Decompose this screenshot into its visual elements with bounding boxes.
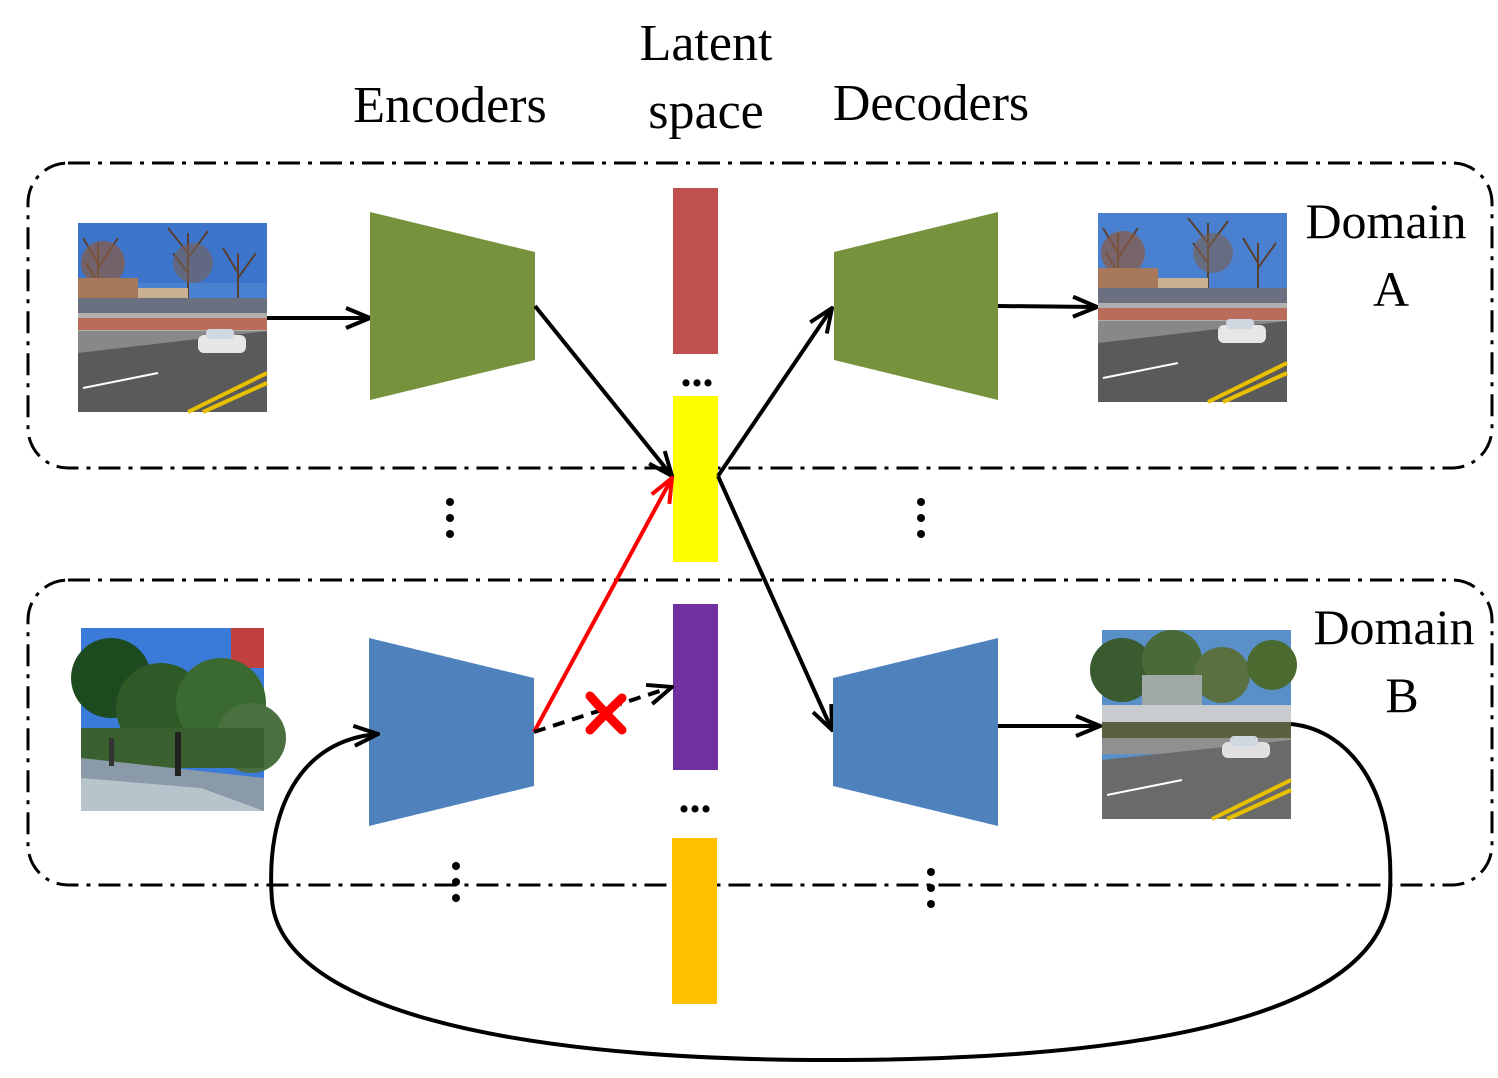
arrow-encoder-a-to-latent (533, 304, 672, 476)
encoders-label: Encoders (353, 77, 546, 134)
latent-label-line2: space (648, 83, 763, 140)
domain-b-input-image (71, 628, 286, 811)
arrow-decoder-a-to-output (997, 306, 1097, 307)
cross-mark-icon (585, 691, 627, 735)
encoder-b (369, 638, 534, 826)
arrow-latent-to-decoder-a (716, 308, 832, 478)
decoder-a (834, 212, 998, 400)
domain-b-output-image (1090, 630, 1297, 821)
arrow-encoder-b-to-purple-latent (533, 687, 672, 734)
domain-a-region (26, 161, 1494, 470)
vertical-ellipsis-decoders-bottom (927, 868, 935, 908)
latent-ellipsis-bottom: ... (679, 773, 712, 822)
vertical-ellipsis-decoders (917, 498, 925, 538)
vertical-ellipsis-encoders (446, 498, 454, 538)
decoder-b (833, 638, 998, 826)
domain-a-output-image (1098, 213, 1288, 404)
latent-code-yellow (673, 396, 718, 562)
domain-b-label-line2: B (1385, 667, 1418, 723)
latent-label-line1: Latent (640, 15, 773, 72)
encoder-a (370, 212, 535, 400)
latent-code-purple (673, 604, 718, 770)
latent-ellipsis-top: ... (681, 347, 714, 396)
domain-a-label-line2: A (1373, 261, 1409, 317)
latent-code-orange (672, 838, 717, 1004)
vertical-ellipsis-encoders-bottom (452, 862, 460, 902)
domain-b-region (26, 578, 1494, 887)
cycle-arrow-b-output-to-encoder (269, 722, 1393, 1063)
arrow-latent-to-decoder-b (716, 475, 832, 730)
arrow-encoder-b-to-shared-latent (532, 478, 672, 733)
domain-b-label-line1: Domain (1313, 599, 1474, 655)
domain-a-input-image (78, 223, 268, 414)
domain-a-label-line1: Domain (1305, 193, 1466, 249)
latent-code-red (673, 188, 718, 354)
decoders-label: Decoders (833, 75, 1029, 132)
